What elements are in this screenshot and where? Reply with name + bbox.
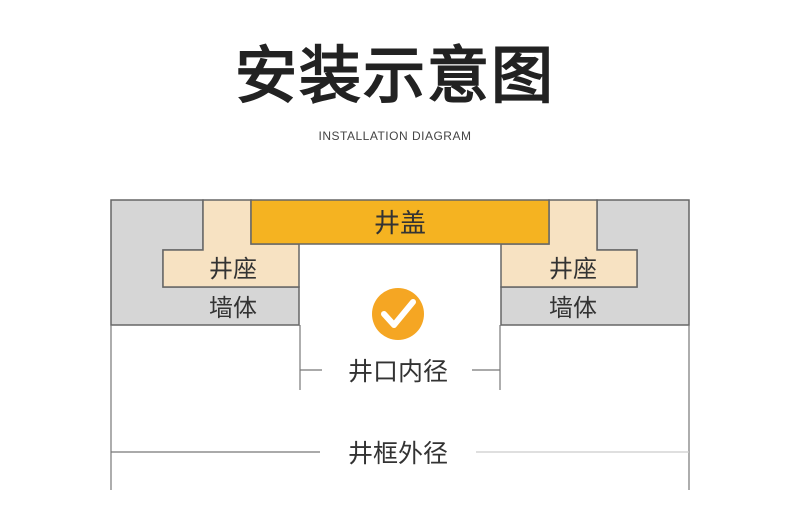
check-circle-icon (372, 288, 424, 340)
wall-label-right: 墙体 (549, 294, 597, 322)
inner-diameter-label: 井口内径 (348, 357, 448, 386)
seat-label-right: 井座 (549, 255, 597, 283)
inner-diameter-dimension (299, 325, 501, 390)
cover-label: 井盖 (374, 209, 426, 239)
diagram-subtitle: INSTALLATION DIAGRAM (318, 129, 472, 143)
wall-label-left: 墙体 (209, 294, 257, 322)
outer-diameter-label: 井框外径 (348, 439, 448, 468)
diagram-title: 安装示意图 (234, 39, 555, 112)
well-cover (250, 199, 550, 245)
outer-diameter-dimension (110, 325, 690, 490)
seat-label-left: 井座 (209, 255, 257, 283)
